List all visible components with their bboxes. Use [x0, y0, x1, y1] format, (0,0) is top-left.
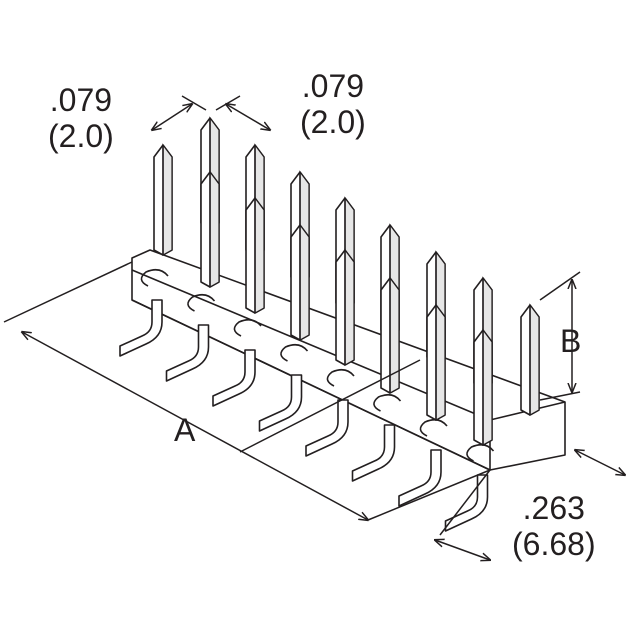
depth-inch: .263: [522, 490, 585, 526]
pin: [245, 196, 265, 315]
dimension-lines: [3, 95, 625, 560]
foot-hook: [140, 268, 169, 287]
pitch-right-ext: [215, 95, 241, 111]
pitch-left-ext: [181, 95, 207, 111]
pin: [520, 303, 540, 417]
foot-outline: [351, 424, 396, 482]
pin-shade: [482, 328, 493, 447]
dim-b-ext-bottom: [539, 391, 581, 401]
dim-a-ext-left: [3, 261, 133, 323]
depth-mm: (6.68): [512, 526, 596, 562]
pin-shade: [209, 170, 220, 289]
pitch-right-inch: .079: [301, 68, 365, 104]
foot-outline: [212, 349, 256, 407]
pin-shade: [162, 143, 173, 257]
foot-outline: [258, 374, 303, 432]
pitch-right-mm: (2.0): [300, 104, 366, 140]
solder-foot: [398, 418, 448, 507]
foot-hook: [373, 393, 402, 412]
pin: [290, 223, 310, 342]
pins: [153, 116, 540, 447]
dim-a-ext-right: [367, 469, 491, 521]
foot-outline: [165, 324, 210, 382]
pin-shade: [389, 276, 400, 395]
pitch-left-mm: (2.0): [48, 118, 114, 154]
pitch-left-label: .079 (2.0): [48, 82, 114, 154]
dim-a-arrow: [22, 332, 368, 520]
pin: [473, 328, 493, 447]
pitch-left-inch: .079: [49, 82, 113, 118]
depth-arrow-left: [435, 540, 490, 560]
pin: [380, 276, 400, 395]
pitch-right-arrow: [226, 104, 270, 130]
foot-outline: [398, 449, 442, 507]
foot-outline: [444, 474, 489, 532]
foot-outline: [119, 299, 163, 357]
pin: [335, 248, 355, 367]
pin-shade: [299, 223, 310, 342]
dim-b-ext-top: [539, 271, 581, 301]
foot-hook: [187, 293, 216, 312]
dimension-b-label: B: [560, 323, 582, 359]
depth-ext: [439, 469, 491, 536]
pin: [426, 303, 446, 422]
pitch-right-label: .079 (2.0): [300, 68, 366, 140]
pin-shade: [529, 303, 540, 417]
pin-shade: [254, 196, 265, 315]
foot-outline: [305, 399, 349, 457]
pin-shade: [344, 248, 355, 367]
pitch-left-arrow: [152, 104, 192, 130]
depth-label: .263 (6.68): [512, 490, 596, 562]
solder-foot: [444, 443, 495, 532]
dimension-a-label: A: [174, 412, 196, 448]
pin: [153, 143, 173, 257]
foot-hook: [419, 418, 448, 437]
pin-shade: [435, 303, 446, 422]
pin: [200, 170, 220, 289]
foot-hook: [466, 443, 495, 462]
depth-arrow-right: [575, 450, 625, 475]
